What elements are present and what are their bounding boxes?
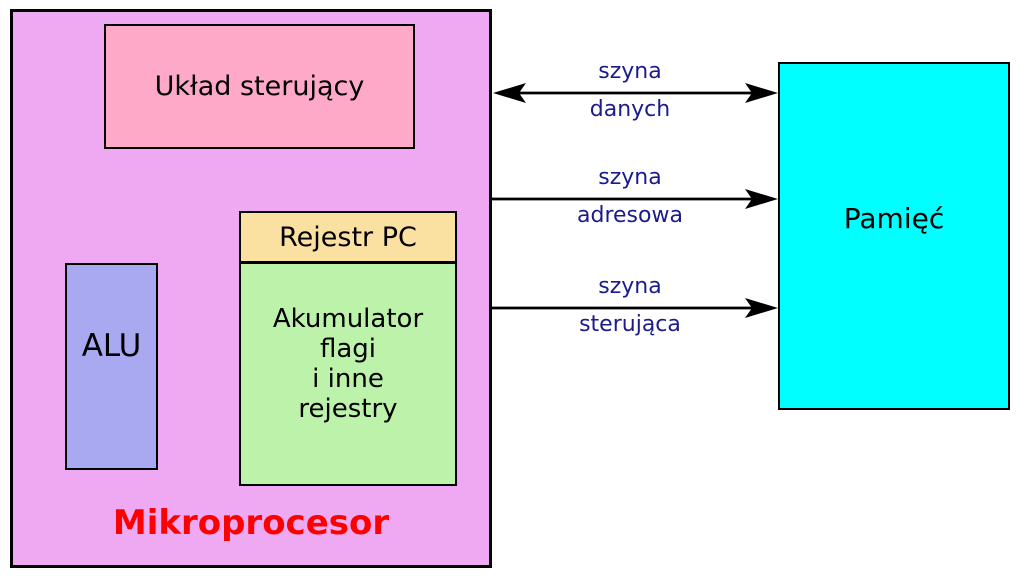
address-bus-label-line2: adresowa	[577, 203, 683, 228]
microprocessor-box: Układ sterujący Rejestr PC Akumulator fl…	[10, 9, 492, 568]
pc-register-label: Rejestr PC	[279, 221, 417, 253]
pc-register-node: Rejestr PC	[239, 211, 457, 263]
registers-label-line1: Akumulator	[272, 304, 424, 334]
data-bus-label-line1: szyna	[598, 59, 662, 84]
control-bus-label-line2: sterująca	[579, 312, 681, 337]
control-unit-label: Układ sterujący	[154, 71, 365, 102]
address-bus-label: szyna adresowa	[495, 159, 765, 235]
data-bus-label: szyna danych	[495, 53, 765, 129]
registers-label-line3: i inne	[312, 364, 384, 394]
registers-label-line4: rejestry	[298, 394, 398, 424]
microprocessor-title: Mikroprocesor	[112, 503, 390, 543]
memory-node: Pamięć	[778, 62, 1010, 410]
memory-label: Pamięć	[843, 201, 945, 235]
registers-label-line2: flagi	[319, 334, 377, 364]
address-bus-label-line1: szyna	[598, 165, 662, 190]
registers-node: Akumulator flagi i inne rejestry	[239, 262, 457, 486]
alu-label: ALU	[81, 327, 142, 364]
control-bus-label-line1: szyna	[598, 274, 662, 299]
control-bus-label: szyna sterująca	[495, 268, 765, 344]
alu-node: ALU	[65, 263, 158, 470]
control-unit-node: Układ sterujący	[104, 24, 415, 149]
data-bus-label-line2: danych	[589, 97, 671, 122]
